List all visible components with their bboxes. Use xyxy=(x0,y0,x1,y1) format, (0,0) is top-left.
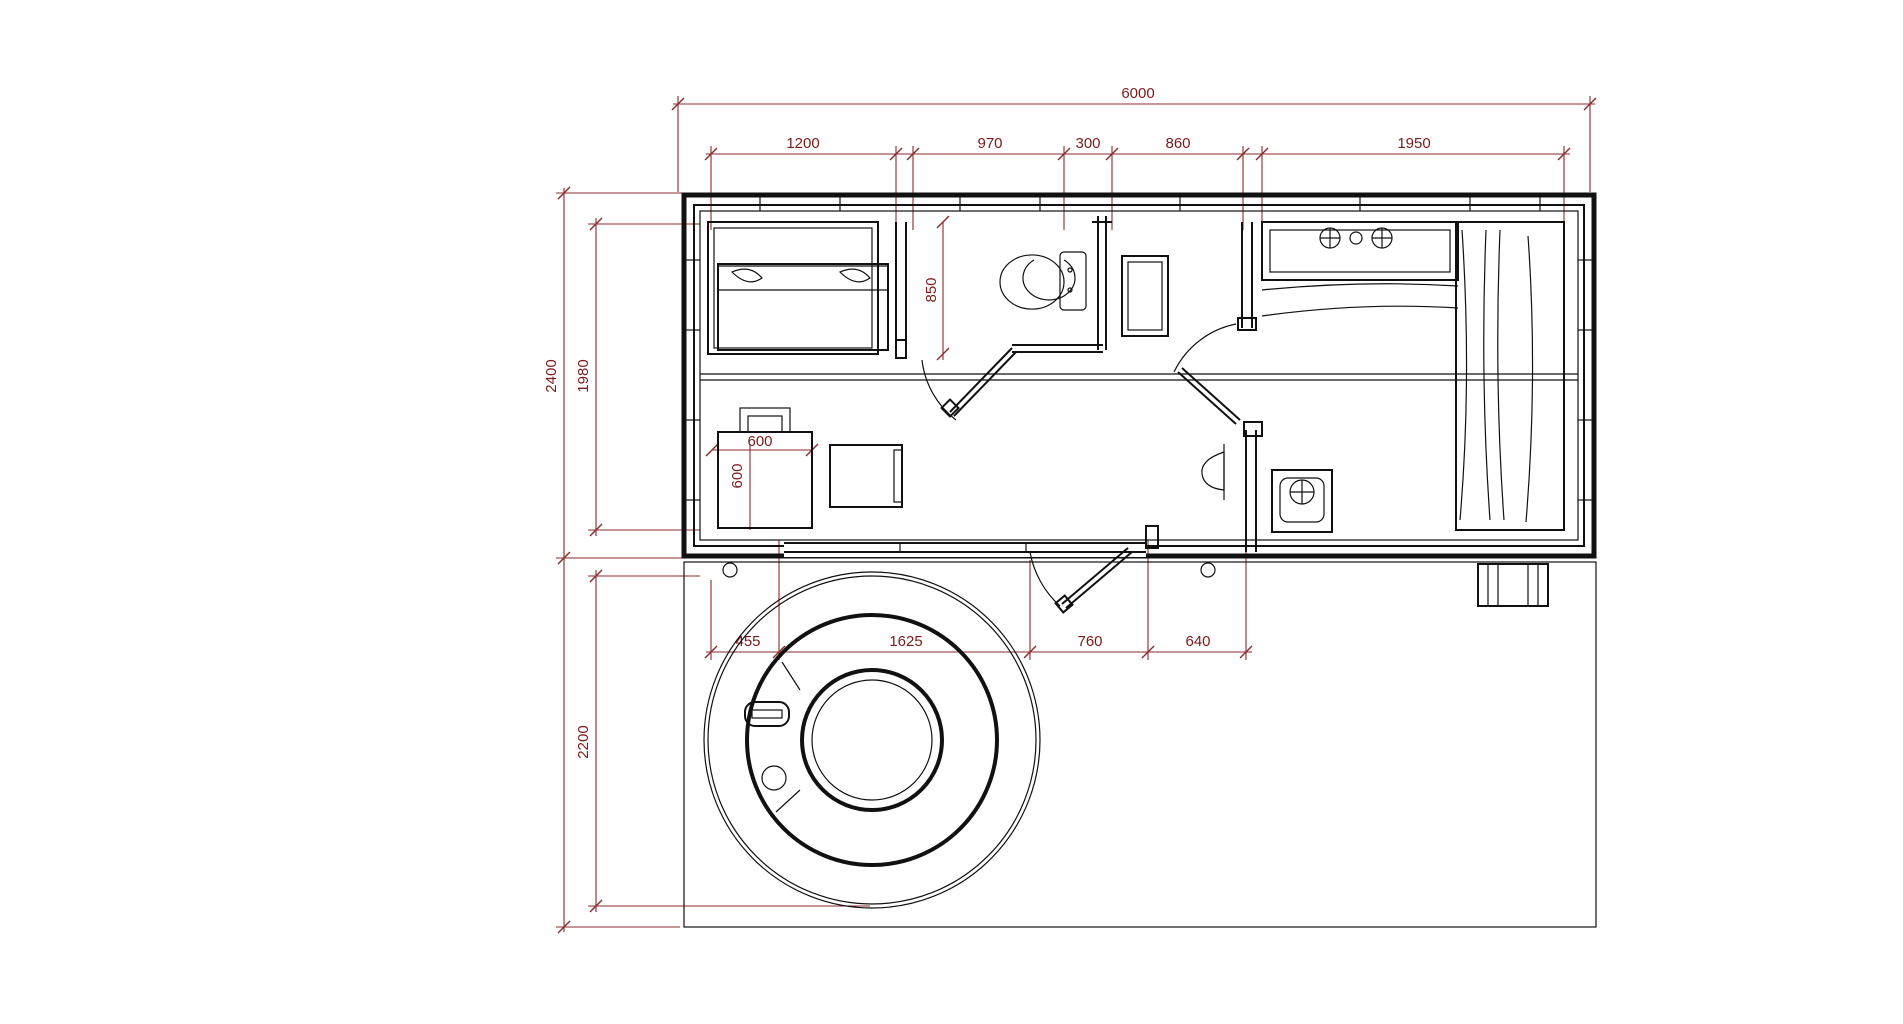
table-icon xyxy=(717,407,903,529)
bed-icon xyxy=(717,263,889,351)
dim-table-width: 600 xyxy=(747,433,772,450)
dim-bottom-segment-1: 455 xyxy=(735,633,760,650)
exterior-walls xyxy=(681,192,1597,578)
hot-tub-icon xyxy=(703,571,1041,909)
dim-deck-depth: 2200 xyxy=(575,725,592,758)
dim-top-segment-2: 970 xyxy=(977,135,1002,152)
dim-bottom-segment-4: 640 xyxy=(1185,633,1210,650)
kitchen-counter-icon xyxy=(1261,221,1459,317)
dim-overall-width: 6000 xyxy=(1121,85,1154,102)
toilet-icon xyxy=(999,251,1087,311)
dim-overall-height: 2400 xyxy=(543,359,560,392)
dim-top-segment-3: 300 xyxy=(1075,135,1100,152)
wall-fixture xyxy=(1201,444,1225,500)
bed-right xyxy=(1455,221,1565,531)
dim-bottom-segment-2: 1625 xyxy=(889,633,922,650)
dim-bottom-segment-3: 760 xyxy=(1077,633,1102,650)
bathroom xyxy=(1012,216,1112,353)
kitchen-partition xyxy=(1173,222,1263,552)
dimension-lines xyxy=(556,96,1597,934)
dim-top-segment-1: 1200 xyxy=(786,135,819,152)
corridor-divider xyxy=(700,373,1578,381)
dim-table-depth: 600 xyxy=(729,463,746,488)
dim-bathroom-depth: 850 xyxy=(923,277,940,302)
dim-top-segment-5: 1950 xyxy=(1397,135,1430,152)
steps-icon xyxy=(1477,563,1549,607)
sink-icon xyxy=(1121,255,1169,337)
stove-icon xyxy=(1271,469,1333,533)
bedroom xyxy=(707,221,907,359)
top-segment-ticks xyxy=(704,146,1571,230)
deck xyxy=(683,561,1597,928)
dim-inner-height: 1980 xyxy=(575,359,592,392)
dim-top-segment-4: 860 xyxy=(1165,135,1190,152)
door-swing-icon xyxy=(921,347,1017,421)
entry-door-swing xyxy=(1029,525,1159,614)
